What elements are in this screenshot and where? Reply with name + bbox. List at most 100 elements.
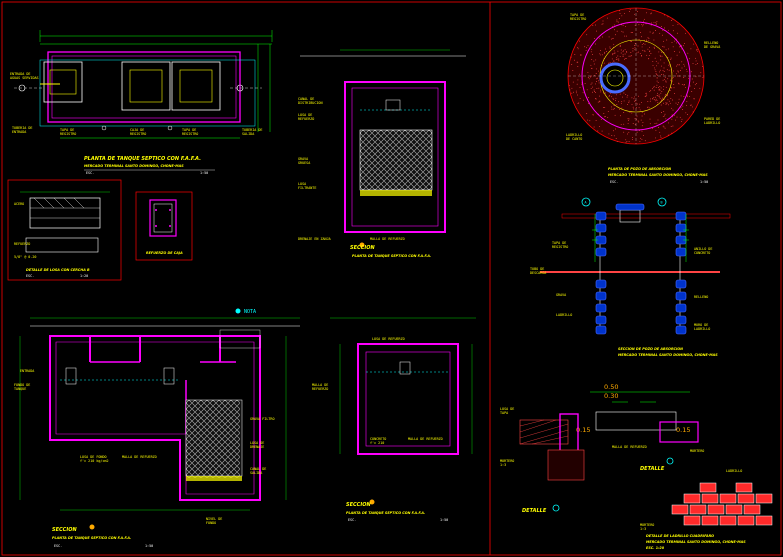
nota-marker: NOTA [235,308,256,315]
svg-text:MORTERO: MORTERO [500,459,514,463]
svg-text:LADRILLO: LADRILLO [566,133,582,137]
pozo-marker-b: B [661,201,663,205]
svg-text:TAPA DE: TAPA DE [60,128,74,132]
svg-text:REFUERZO: REFUERZO [14,242,30,246]
svg-text:MORTERO: MORTERO [640,523,654,527]
svg-text:1:3: 1:3 [500,463,506,467]
svg-text:f'c 210: f'c 210 [370,441,384,445]
section3-title-group: SECCION PLANTA DE TANQUE SEPTICO CON F.A… [346,499,448,522]
svg-text:MALLA DE: MALLA DE [312,383,328,387]
svg-text:TUBERIA DE: TUBERIA DE [242,128,262,132]
svg-text:ENTRADA: ENTRADA [20,369,34,373]
brick-subtitle: MERCADO TERMINAL SANTO DOMINGO, CHONE-MA… [646,540,746,544]
section1-title-group: SECCION PLANTA DE TANQUE SEPTICO CON F.A… [350,242,431,258]
svg-text:CONCRETO: CONCRETO [694,251,710,255]
svg-text:NIVEL DE: NIVEL DE [206,517,222,521]
svg-text:SALIDA: SALIDA [250,471,262,475]
pozo-plan-subtitle: MERCADO TERMINAL SANTO DOMINGO, CHONE-MA… [608,173,708,177]
svg-text:1:3: 1:3 [640,527,646,531]
svg-text:GRAVA FILTRO: GRAVA FILTRO [250,417,275,421]
svg-text:DRENAJE EN ZANJA: DRENAJE EN ZANJA [298,237,331,241]
plan-title: PLANTA DE TANQUE SEPTICO CON F.A.F.A. [84,156,201,162]
svg-text:LADRILLO: LADRILLO [556,313,572,317]
detalle-a-label: DETALLE [640,466,665,472]
svg-text:CANAL DE: CANAL DE [250,467,266,471]
svg-text:LOSA DE: LOSA DE [298,113,312,117]
svg-text:TAPA DE: TAPA DE [552,241,566,245]
svg-text:REGISTRO: REGISTRO [130,132,146,136]
pozo-plan-scale: ESC. [610,180,618,184]
svg-text:DISTRIBUCION: DISTRIBUCION [298,101,323,105]
svg-text:TUBERIA DE: TUBERIA DE [12,126,32,130]
svg-text:DRENAJE: DRENAJE [250,445,264,449]
svg-text:MURO DE: MURO DE [694,323,708,327]
svg-text:CANAL DE: CANAL DE [298,97,314,101]
svg-text:f'c 210 kg/cm2: f'c 210 kg/cm2 [80,459,109,463]
dim-050: 0.50 [604,383,618,391]
svg-text:FONDO DE: FONDO DE [14,383,30,387]
detalle-a-title-group: DETALLE [640,457,674,472]
plan-scale-value: 1:50 [200,171,208,175]
losa-scale-value: 1:20 [80,274,88,278]
dim-030: 0.30 [604,392,618,400]
svg-text:TANQUE: TANQUE [14,387,26,391]
section2-scale-value: 1:50 [145,544,153,548]
section3-title: PLANTA DE TANQUE SEPTICO CON F.A.F.A. [346,511,425,515]
svg-text:REGISTRO: REGISTRO [552,245,568,249]
pozo-plan-title: PLANTA DE POZO DE ABSORCION [608,167,671,171]
svg-text:RELLENO: RELLENO [704,41,718,45]
svg-text:LOSA DE FONDO: LOSA DE FONDO [80,455,107,459]
brick-title: DETALLE DE LADRILLO CUADRIFARO [646,534,714,538]
svg-text:TUBO DE: TUBO DE [530,267,544,271]
svg-text:TAPA: TAPA [500,411,508,415]
section3-scale-value: 1:50 [440,518,448,522]
pozo-plan-scale-value: 1:50 [700,180,708,184]
svg-text:DE GRAVA: DE GRAVA [704,45,720,49]
section2-title-group: SECCION PLANTA DE TANQUE SEPTICO CON F.A… [52,524,153,548]
plan-subtitle: MERCADO TERMINAL SANTO DOMINGO, CHONE-MA… [84,164,184,168]
section2-scale: ESC. [54,544,62,548]
svg-text:LADRILLO: LADRILLO [694,327,710,331]
pozo-section-title: SECCION DE POZO DE ABSORCION [618,347,683,351]
detalle-b-label: DETALLE [522,508,547,514]
svg-text:AGUAS SERVIDAS: AGUAS SERVIDAS [10,76,39,80]
svg-text:RELLENO: RELLENO [694,295,708,299]
svg-text:MORTERO: MORTERO [690,449,704,453]
losa-scale: ESC. [26,274,34,278]
brick-scale: ESC. 1:20 [646,546,665,550]
svg-text:DESCARGA: DESCARGA [530,271,546,275]
box-reinforcement-detail: REFUERZO DE CAJA [135,191,193,261]
svg-text:ENTRADA DE: ENTRADA DE [10,72,30,76]
section1-title: PLANTA DE TANQUE SEPTICO CON F.A.F.A. [352,254,431,258]
svg-text:GRAVA: GRAVA [556,293,566,297]
svg-text:LOSA DE: LOSA DE [500,407,514,411]
nota-label: NOTA [244,309,256,315]
svg-text:CAJA DE: CAJA DE [130,128,144,132]
detalle-b-title-group: DETALLE [522,504,560,514]
svg-text:CONCRETO: CONCRETO [370,437,386,441]
pozo-section-subtitle: MERCADO TERMINAL SANTO DOMINGO, CHONE-MA… [618,353,718,357]
svg-text:REGISTRO: REGISTRO [60,132,76,136]
svg-text:FILTRANTE: FILTRANTE [298,186,316,190]
losa-title: DETALLE DE LOSA CON CERCHA B [26,268,90,272]
svg-text:MALLA DE REFUERZO: MALLA DE REFUERZO [612,445,647,449]
plan-scale-label: ESC. [86,171,94,175]
svg-text:LOSA DE REFUERZO: LOSA DE REFUERZO [372,337,405,341]
svg-text:ENTRADA: ENTRADA [12,130,26,134]
svg-text:LADRILLO: LADRILLO [704,121,720,125]
svg-text:FONDO: FONDO [206,521,216,525]
svg-text:LOSA DE: LOSA DE [250,441,264,445]
svg-text:MALLA DE REFUERZO: MALLA DE REFUERZO [122,455,157,459]
svg-text:LADRILLO: LADRILLO [726,469,742,473]
section2-title: PLANTA DE TANQUE SEPTICO CON F.A.F.A. [52,536,131,540]
svg-text:TAPA DE: TAPA DE [570,13,584,17]
